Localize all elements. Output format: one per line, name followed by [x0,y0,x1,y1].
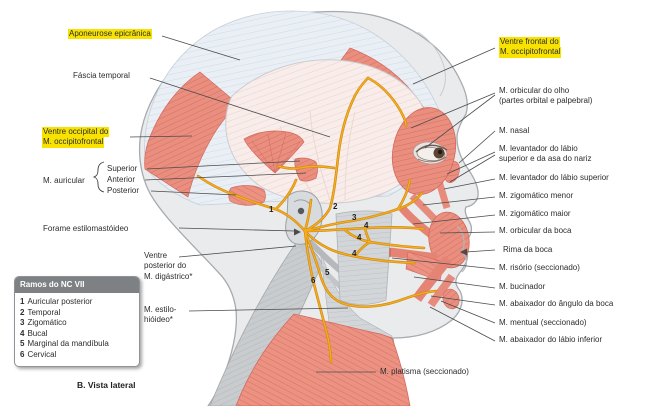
label-mentual: M. mentual (seccionado) [499,318,587,327]
nerve-marker-6: 6 [311,276,316,285]
facial-nerve-branches [196,76,438,364]
label-text: Aponeurose epicrânica [68,29,152,40]
platysma-muscle [235,313,411,406]
label-abaixador-labio: M. abaixador do lábio inferior [499,335,603,344]
nerve-marker-4b: 4 [357,233,362,242]
label-forame-estilomastoideo: Forame estilomastóideo [43,224,129,233]
label-platisma: M. platisma (seccionado) [380,367,469,376]
label-auricular-group: M. auricular [43,176,85,185]
label-line: superior e da asa do nariz [499,154,592,164]
arrowhead-rima [460,248,467,256]
nerve-marker-4c: 4 [352,249,357,258]
label-line: hióideo* [144,315,173,325]
label-ventre-occipital: Ventre occipital do M. occipitofrontal [42,127,110,148]
label-nasal: M. nasal [499,126,530,135]
label-auricular-anterior: Anterior [107,175,136,184]
nerve-marker-4a: 4 [364,221,369,230]
label-line: posterior do [144,261,187,271]
nerve-marker-1: 1 [269,205,274,214]
label-line: M. orbicular do olho [499,86,570,95]
label-abaixador-angulo: M. abaixador do ângulo da boca [499,299,614,308]
auricular-superior-muscle [243,130,305,174]
nerve-marker-2: 2 [333,202,338,211]
label-ventre-posterior-digastrico: Ventre posterior do M. digástrico* [144,251,192,282]
auricular-brace [92,161,105,193]
figure-caption: B. Vista lateral [77,380,136,390]
legend-title: Ramos do NC VII [15,277,139,293]
label-orbicular-boca: M. orbicular da boca [499,226,572,235]
label-bucinador: M. bucinador [499,282,546,291]
label-estilohioideo: M. estilo- hióideo* [144,305,176,326]
label-line: M. digástrico* [144,271,193,281]
label-text: Ventre occipital do [42,127,110,138]
label-line: Ventre [144,251,168,260]
leader-lines [129,35,496,373]
label-levantador-asa: M. levantador do lábio superior e da asa… [499,144,592,165]
label-line: (partes orbital e palpebral) [499,96,593,106]
label-ventre-frontal: Ventre frontal do M. occipitofrontal [499,37,562,58]
label-levantador-superior: M. levantador do lábio superior [499,173,609,182]
label-risorio: M. risório (seccionado) [499,263,580,272]
nerve-marker-3: 3 [352,213,357,222]
label-zigomatico-menor: M. zigomático menor [499,191,574,200]
eye [415,144,448,163]
label-orbicular-olho: M. orbicular do olho (partes orbital e p… [499,86,592,107]
auricular-anterior-muscle [294,157,318,182]
label-auricular-posterior: Posterior [107,186,140,195]
label-text: Ventre frontal do [499,37,560,48]
arrowhead-forame [294,228,301,236]
label-line: M. estilo- [144,305,177,314]
label-aponeurose-epicranica: Aponeurose epicrânica [68,29,152,40]
auricular-posterior-muscle [228,185,266,206]
label-auricular-superior: Superior [107,164,138,173]
label-line: M. levantador do lábio [499,144,578,153]
nerve-marker-5: 5 [325,268,330,277]
label-rima-boca: Rima da boca [503,245,553,254]
label-fascia-temporal: Fáscia temporal [73,71,130,80]
label-text: M. occipitofrontal [42,137,105,148]
occipitofrontalis-occipital-belly [144,71,239,198]
label-zigomatico-maior: M. zigomático maior [499,209,571,218]
label-text: M. occipitofrontal [499,47,562,58]
